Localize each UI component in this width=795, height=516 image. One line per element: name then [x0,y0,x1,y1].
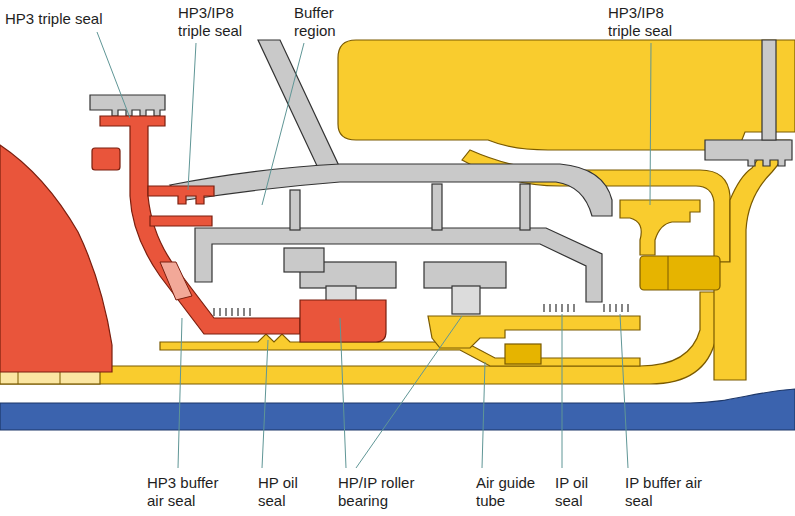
leader-line [356,316,462,468]
right-vane [762,40,776,140]
part-label: HP/IP roller bearing [338,474,438,510]
leader-line [620,314,628,468]
hp3-disc [100,116,300,334]
ip-bearing-housing [424,262,506,288]
part-label: HP oil seal [258,474,310,510]
hp3-seal-ring [150,216,212,226]
seal-teeth [214,308,250,316]
hp-pale-segment [160,262,192,300]
hp-bearing-inner [300,300,386,342]
leader-line [262,340,268,468]
part-label: HP3 triple seal [5,10,145,28]
air-guide-tube [160,334,640,366]
part-label: IP oil seal [555,474,603,510]
seal-teeth [544,304,574,312]
ip8-web [714,140,790,380]
leader-line [482,362,485,468]
seal-teeth [604,304,628,312]
lp-shaft [0,389,795,430]
leader-line [650,43,651,205]
upper-casing [170,164,612,216]
casing-web [520,184,530,230]
leader-line [97,32,130,118]
leader-line [178,318,182,468]
part-label: IP buffer air seal [625,474,705,510]
ip-nut [505,344,541,364]
ip-casing-block [338,40,795,150]
casing-web [432,184,442,230]
leader-line [340,318,346,468]
hp3-bolt [92,148,120,170]
part-label: HP3/IP8 triple seal [178,4,268,40]
leader-line [188,43,196,190]
part-label: HP3/IP8 triple seal [608,4,698,40]
leader-line [562,314,563,468]
inner-housing [195,228,602,302]
hp-cone [0,145,112,372]
casing-nut [284,248,324,272]
part-label: HP3 buffer air seal [147,474,235,510]
casing-strut [258,40,340,168]
ip-bearing-inner [428,316,640,348]
leader-line [262,43,304,205]
casing-web [290,190,300,230]
part-label: Buffer region [294,4,356,40]
bolt-line [668,256,669,290]
part-label: Air guide tube [476,474,551,510]
ip8-shroud [705,140,792,166]
hp3-seal-ring [148,186,214,204]
ip8-disc [620,200,700,255]
ip-roller [452,286,480,314]
ip8-bolt [640,256,720,290]
